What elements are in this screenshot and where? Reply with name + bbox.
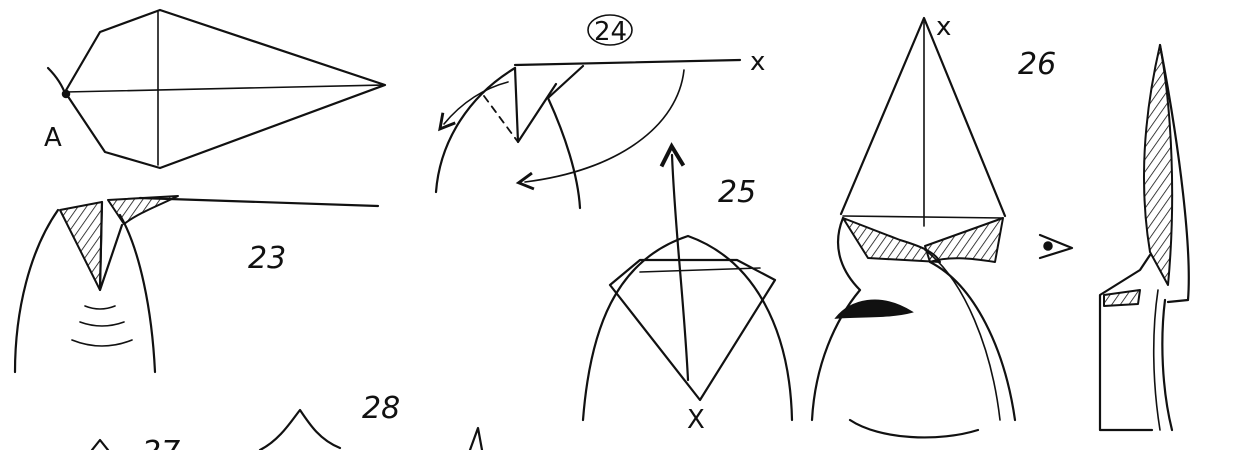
side-view-stem: [1161, 298, 1174, 432]
step-25-crease: [639, 267, 761, 273]
step-26-diagram: x 26: [810, 12, 1074, 439]
step-23-center-fold: [98, 200, 124, 292]
side-view-right-edge: [1158, 43, 1190, 304]
step-25-x-mark: X: [687, 405, 705, 435]
step-28-number: 28: [362, 391, 400, 426]
side-view-body: [1098, 253, 1154, 432]
point-a-dot: [61, 89, 71, 99]
step-23-top-edge: [138, 196, 380, 208]
step-24-fold-v: [513, 66, 558, 144]
step-24-dashed-fold: [483, 95, 519, 143]
step-24-arrow-left: [438, 81, 509, 132]
step-23-right-body: [118, 213, 157, 374]
step-27-number: 27: [142, 435, 180, 450]
step-25-up-arrow: [659, 142, 690, 382]
step-24-diagram: 24 x: [434, 14, 765, 210]
step-27-fragment-a: [90, 438, 110, 450]
step-23-motion-arc-1: [84, 305, 116, 310]
step-24-flap-edge: [546, 64, 585, 210]
step-24-number: 24: [594, 17, 627, 47]
step-23-hatched-left-flap: [59, 201, 103, 291]
side-view-hatch-strip: [1103, 289, 1141, 307]
step-26-right-hatched: [924, 217, 1004, 263]
side-view-stem-inner: [1152, 289, 1161, 431]
step-25-diagram: 25 X: [581, 142, 794, 435]
step-26-left-body: [810, 216, 862, 422]
step-24-number-circle: [587, 14, 633, 46]
step-28-fragment-point: [468, 426, 484, 450]
step-24-arrow-down: [515, 69, 685, 191]
step-26-top-point: [839, 16, 1007, 218]
step-25-number: 25: [718, 175, 756, 210]
side-view-diagram: [1098, 43, 1190, 432]
step-23-motion-arc-3: [71, 339, 133, 347]
step-23-hatched-right-flap: [107, 195, 179, 225]
step-26-bottom-arc: [848, 418, 980, 439]
step-27-28-fragment: 28 27: [90, 391, 484, 450]
step-26-left-hatched: [842, 217, 941, 263]
step-25-diamond: [608, 258, 777, 402]
step-23-number: 23: [248, 241, 286, 276]
step-26-number: 26: [1018, 47, 1056, 82]
step-24-top-edge: [513, 58, 742, 67]
step-23-left-body: [13, 208, 60, 374]
side-view-hatched-blade: [1142, 44, 1174, 286]
step-24-left-body: [434, 66, 517, 194]
step-23-diagram: 23: [13, 195, 380, 374]
step-26-solid-tip: [834, 299, 914, 319]
step-23-motion-arc-2: [79, 321, 125, 327]
step-28-fragment-shape: [258, 408, 342, 450]
step-25-outer-arc: [581, 234, 794, 422]
step-26-horizontal-crease: [842, 215, 1004, 219]
eye-view-icon: [1038, 233, 1074, 260]
eye-pupil-icon: [1043, 241, 1053, 251]
step-26-inner-edge: [924, 249, 1001, 421]
kite-diagram: A: [44, 8, 387, 170]
step-26-right-body: [928, 260, 1017, 422]
step-26-x-mark: x: [936, 12, 951, 42]
step-24-x-mark: x: [750, 47, 765, 77]
kite-horizontal-crease: [64, 84, 386, 93]
point-a-label: A: [44, 123, 62, 153]
